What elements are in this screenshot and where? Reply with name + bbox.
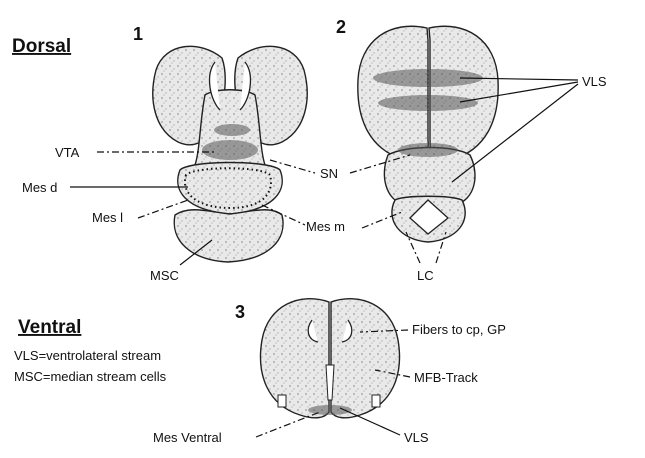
label-mfb-track: MFB-Track: [414, 370, 478, 385]
label-mes-m: Mes m: [306, 219, 345, 234]
brain-3-right-notch: [372, 395, 380, 407]
brain-3-left-notch: [278, 395, 286, 407]
brain-3-midline: [326, 365, 334, 400]
label-vls-top: VLS: [582, 74, 607, 89]
label-lc: LC: [417, 268, 434, 283]
label-msc: MSC: [150, 268, 179, 283]
brain-1-dorsal: [153, 46, 307, 262]
panel-number-1: 1: [133, 24, 143, 44]
brain-2-left-hemisphere: [358, 26, 428, 161]
brain-1-mes-region: [178, 163, 282, 215]
legend-msc: MSC=median stream cells: [14, 369, 167, 384]
brain-1-dark-area-2: [214, 124, 250, 136]
brain-2-right-hemisphere: [429, 26, 498, 161]
panel-number-3: 3: [235, 302, 245, 322]
brain-2-dark-band-3: [398, 143, 458, 157]
label-vls-bottom: VLS: [404, 430, 429, 445]
label-fibers: Fibers to cp, GP: [412, 322, 506, 337]
label-mes-d: Mes d: [22, 180, 57, 195]
legend-vls: VLS=ventrolateral stream: [14, 348, 161, 363]
heading-dorsal: Dorsal: [12, 36, 71, 57]
brain-2-dorsal: [358, 26, 498, 242]
brain-3-right-half: [331, 299, 399, 418]
brain-3-ventral: [261, 299, 400, 418]
brain-1-msc-region: [174, 210, 283, 262]
label-mes-ventral: Mes Ventral: [153, 430, 222, 445]
label-mes-l: Mes l: [92, 210, 123, 225]
label-sn: SN: [320, 166, 338, 181]
label-vta: VTA: [55, 145, 80, 160]
brain-1-dark-area: [202, 140, 258, 160]
heading-ventral: Ventral: [18, 317, 81, 338]
brain-3-left-half: [261, 299, 329, 418]
leader-vls-bottom: [340, 408, 400, 435]
panel-number-2: 2: [336, 17, 346, 37]
